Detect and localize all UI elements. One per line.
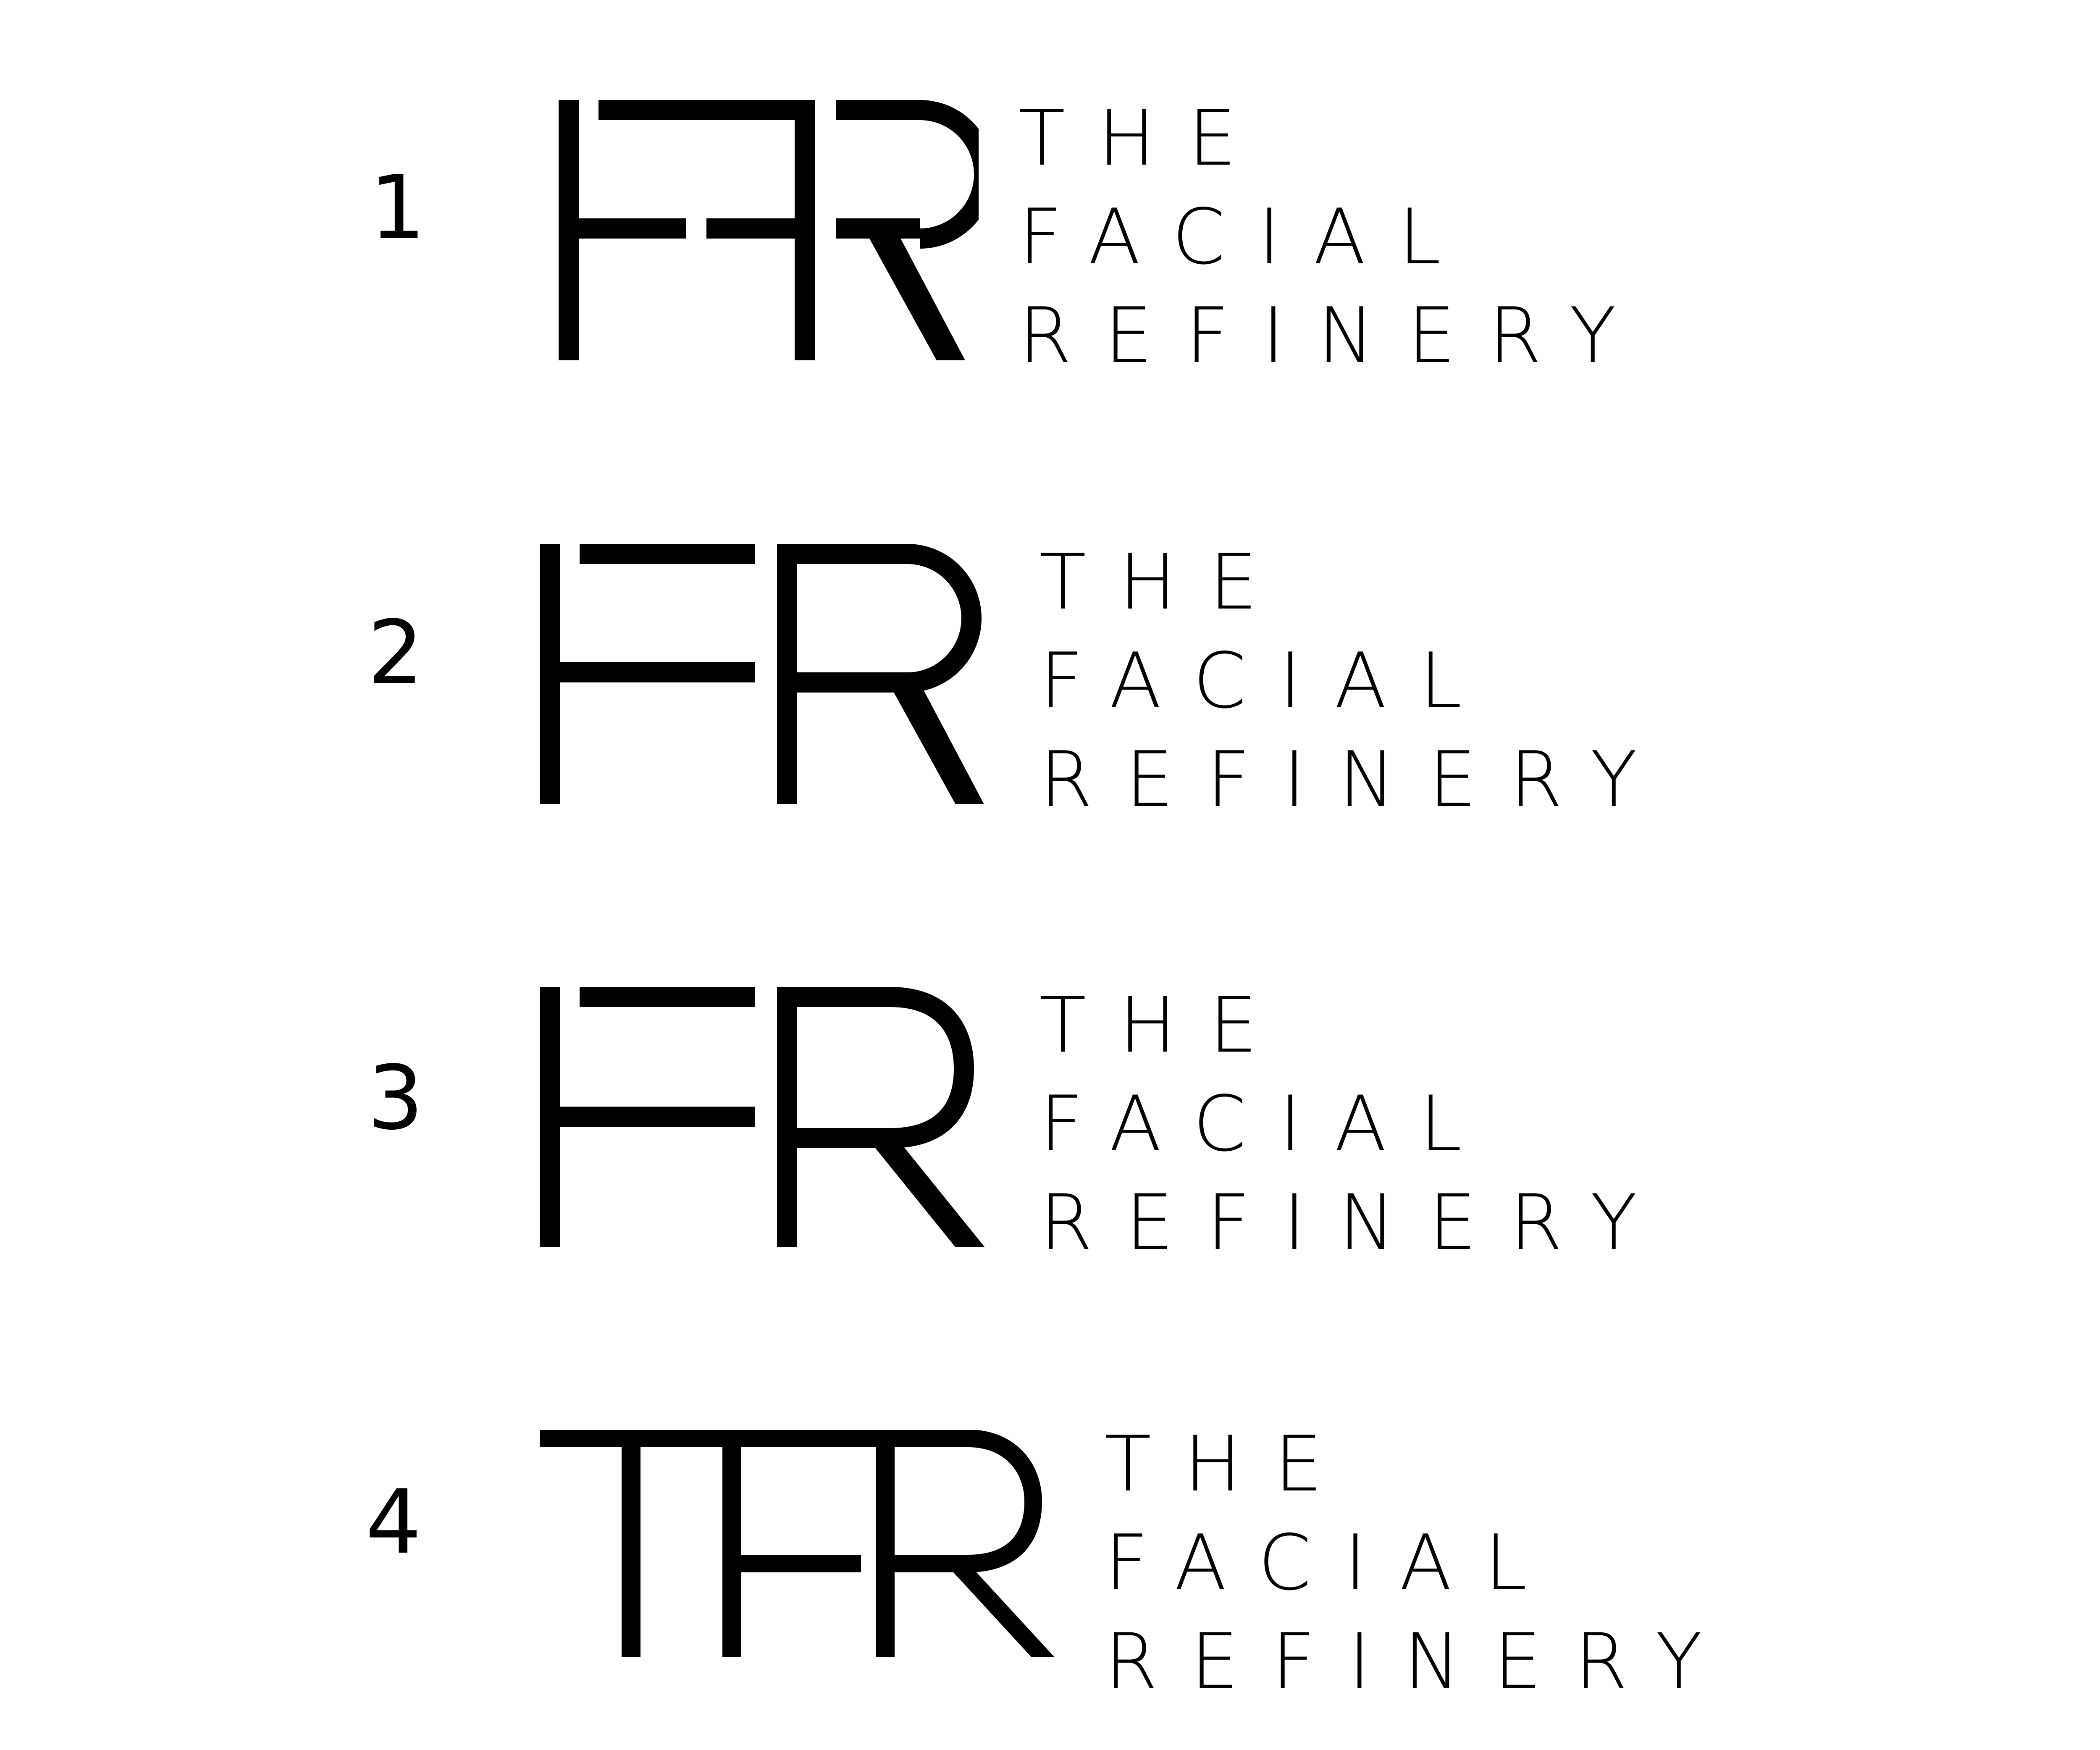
wordmark: THE FACIAL REFINERY [1018,100,1649,396]
wordmark: THE FACIAL REFINERY [1040,987,1670,1283]
wordmark-line-facial: FACIAL [1040,1079,1495,1168]
wordmark-line-the: THE [1018,94,1270,183]
wordmark-line-refinery: REFINERY [1018,291,1649,380]
wordmark-line-refinery: REFINERY [1040,1178,1670,1267]
variant-number: 2 [368,601,424,704]
monogram-tfr-logo [540,1430,1054,1657]
wordmark-line-refinery: REFINERY [1105,1617,1735,1706]
variant-number: 3 [368,1047,424,1149]
variant-number: 1 [370,156,426,259]
monogram-fr-rounded-logo [540,544,984,804]
wordmark-line-facial: FACIAL [1105,1518,1560,1607]
wordmark: THE FACIAL REFINERY [1105,1426,1735,1722]
wordmark-line-facial: FACIAL [1018,192,1474,281]
wordmark-line-facial: FACIAL [1040,636,1495,725]
wordmark-line-the: THE [1040,538,1291,627]
monogram-ffr-logo [559,100,979,360]
wordmark-line-the: THE [1105,1419,1356,1509]
wordmark-line-the: THE [1040,981,1291,1070]
variant-number: 4 [365,1471,422,1574]
monogram-fr-angular-logo [540,987,985,1247]
wordmark-line-refinery: REFINERY [1040,735,1670,824]
wordmark: THE FACIAL REFINERY [1040,544,1670,840]
